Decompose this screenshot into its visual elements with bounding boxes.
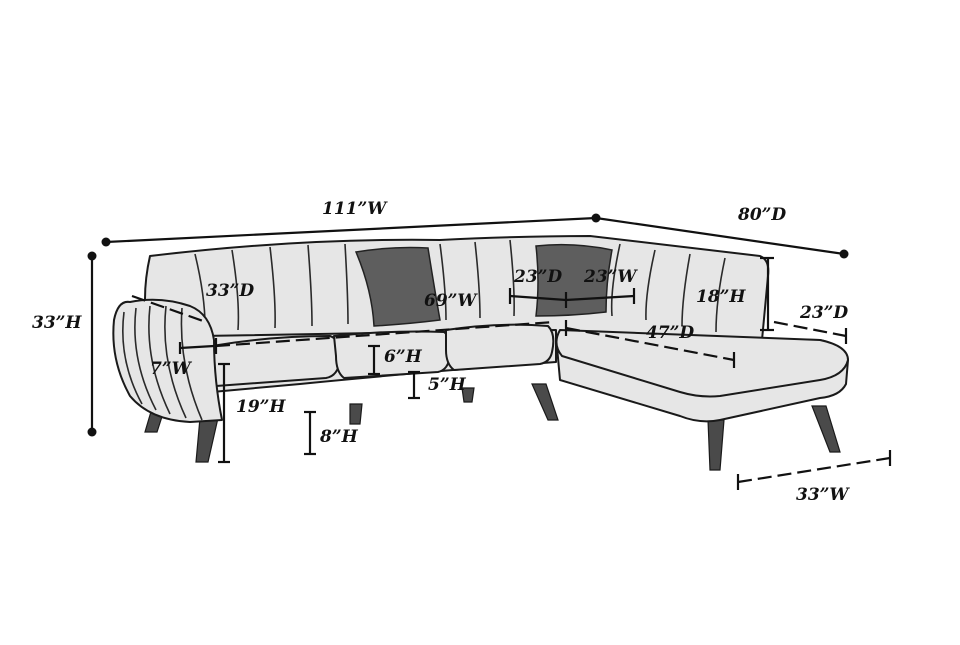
dimline-arm-depth [131,294,207,324]
label-overall-height: 33”H [32,313,82,333]
leg-chaise-side [811,405,841,453]
seat-cushion-left [205,335,342,387]
label-seat-width: 69”W [424,291,478,311]
throw-pillow-left [354,246,441,327]
label-chaise-length: 47”D [646,323,694,343]
label-leg-height: 8”H [319,427,359,447]
label-cushion-height: 6”H [384,347,423,367]
label-chaise-width: 33”W [796,485,850,505]
dim-endpoint [87,427,97,437]
dimline-chaise-length [565,326,735,362]
dimline-seat-width [215,320,555,348]
dimline-overall-depth [595,216,845,256]
seat-cushion-right [445,323,555,371]
dim-endpoint [101,237,111,247]
dimline-chaise-width [737,456,891,484]
chaise-cushion [555,329,849,398]
label-seat-height: 19”H [236,397,286,417]
dim-endpoint [839,249,849,259]
backrest-channel-seams [194,239,726,333]
dimline-chaise-depth [773,320,847,338]
leg-middle-front [349,403,363,425]
leg-corner [531,383,559,421]
label-chaise-depth: 23”D [799,303,848,323]
dim-endpoint [87,251,97,261]
label-arm-depth: 33”D [206,281,254,301]
label-overall-depth: 80”D [737,205,786,225]
label-chaise-seat-depth: 23”D [513,267,562,287]
leg-front-left [195,417,219,463]
dimline-arm-width [179,344,215,350]
arm-channel-seams [122,305,203,421]
label-base-height: 5”H [428,375,467,395]
label-back-height: 18”H [696,287,746,307]
label-overall-width: 111”W [322,199,388,219]
leg-middle-back [461,387,475,403]
dimline-chaise-seat-width [565,294,635,302]
dimline-overall-width [105,216,597,244]
label-chaise-seat-width: 23”W [583,267,638,287]
label-arm-width: 7”W [150,359,193,379]
dimline-chaise-seat-depth [509,294,567,302]
leg-chaise-front [707,419,725,471]
